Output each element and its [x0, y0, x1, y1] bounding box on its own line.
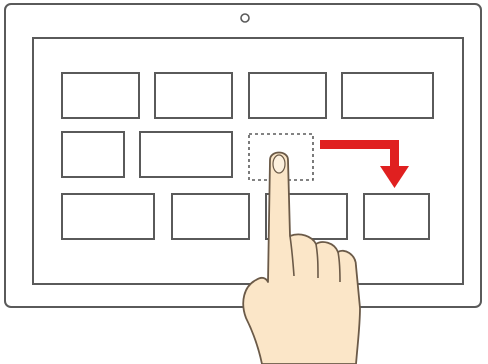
app-tile[interactable] [62, 73, 139, 118]
app-tile-drop-target[interactable] [364, 194, 429, 239]
app-tile[interactable] [342, 73, 433, 118]
camera-icon [241, 14, 249, 22]
fingernail [273, 155, 285, 173]
app-tile[interactable] [155, 73, 232, 118]
app-tile[interactable] [62, 132, 124, 177]
app-tile[interactable] [172, 194, 249, 239]
app-tile[interactable] [140, 132, 232, 177]
app-tile[interactable] [249, 73, 326, 118]
app-tile[interactable] [62, 194, 154, 239]
